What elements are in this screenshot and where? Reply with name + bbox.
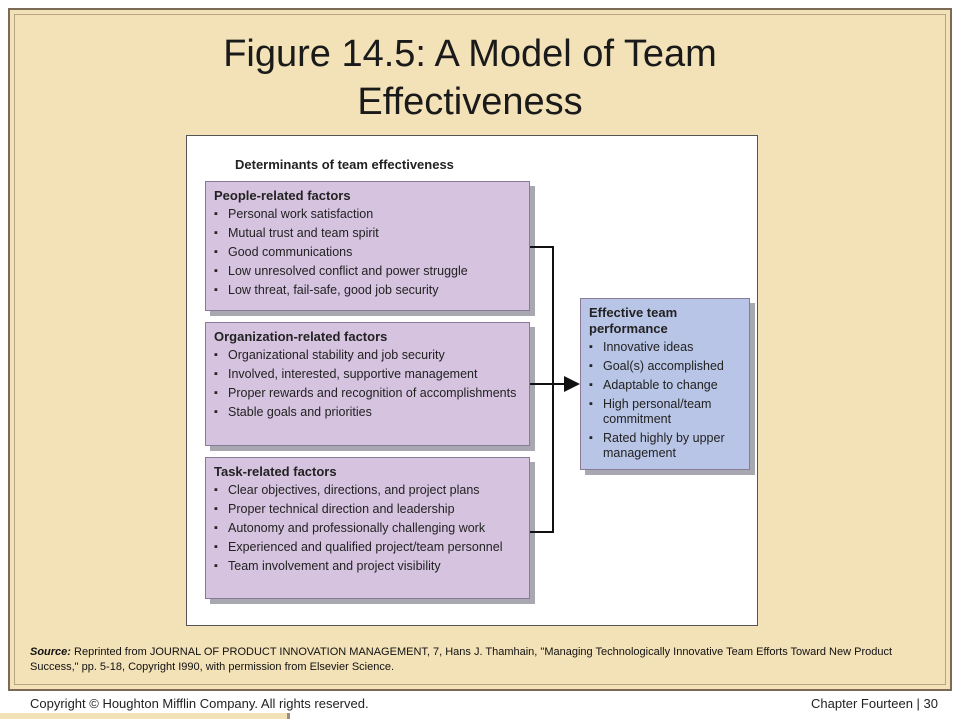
bracket-connector <box>530 246 580 533</box>
slide-title: Figure 14.5: A Model of Team Effectivene… <box>60 30 880 126</box>
people-factors-title: People-related factors <box>214 188 351 203</box>
slide-footer: Copyright © Houghton Mifflin Company. Al… <box>0 694 960 720</box>
list-item: Mutual trust and team spirit <box>214 226 521 241</box>
source-text: Reprinted from JOURNAL OF PRODUCT INNOVA… <box>30 646 893 673</box>
slide-title-line1: Figure 14.5: A Model of Team <box>223 33 717 75</box>
organization-factors-box: Organization-related factors Organizatio… <box>205 322 530 446</box>
list-item: Proper technical direction and leadershi… <box>214 502 521 517</box>
team-effectiveness-diagram: Determinants of team effectiveness Peopl… <box>186 135 758 626</box>
people-factors-box: People-related factors Personal work sat… <box>205 181 530 311</box>
slide-title-line2: Effectiveness <box>357 81 583 123</box>
task-factors-list: Clear objectives, directions, and projec… <box>214 483 521 574</box>
list-item: Low unresolved conflict and power strugg… <box>214 264 521 279</box>
list-item: Low threat, fail-safe, good job security <box>214 283 521 298</box>
footer-rule <box>0 713 290 719</box>
list-item: Proper rewards and recognition of accomp… <box>214 386 521 401</box>
list-item: Experienced and qualified project/team p… <box>214 540 521 555</box>
organization-factors-title: Organization-related factors <box>214 329 388 344</box>
slide-inner-border <box>14 14 946 685</box>
outcome-title: Effective team performance <box>589 305 678 336</box>
list-item: Stable goals and priorities <box>214 405 521 420</box>
people-factors-list: Personal work satisfaction Mutual trust … <box>214 207 521 298</box>
list-item: Innovative ideas <box>589 340 741 355</box>
source-label: Source: <box>30 646 71 658</box>
list-item: Adaptable to change <box>589 378 741 393</box>
bracket-line <box>530 246 554 533</box>
list-item: Goal(s) accomplished <box>589 359 741 374</box>
task-factors-title: Task-related factors <box>214 464 337 479</box>
copyright-text: Copyright © Houghton Mifflin Company. Al… <box>30 696 369 711</box>
list-item: High personal/team commitment <box>589 397 741 427</box>
organization-factors-list: Organizational stability and job securit… <box>214 348 521 420</box>
list-item: Team involvement and project visibility <box>214 559 521 574</box>
diagram-heading: Determinants of team effectiveness <box>235 157 454 172</box>
chapter-page-label: Chapter Fourteen | 30 <box>811 696 938 711</box>
list-item: Clear objectives, directions, and projec… <box>214 483 521 498</box>
list-item: Good communications <box>214 245 521 260</box>
list-item: Autonomy and professionally challenging … <box>214 521 521 536</box>
list-item: Personal work satisfaction <box>214 207 521 222</box>
outcome-list: Innovative ideas Goal(s) accomplished Ad… <box>589 340 741 461</box>
list-item: Organizational stability and job securit… <box>214 348 521 363</box>
source-citation: Source: Reprinted from JOURNAL OF PRODUC… <box>30 645 910 675</box>
outcome-box: Effective team performance Innovative id… <box>580 298 750 470</box>
list-item: Rated highly by upper management <box>589 431 741 461</box>
task-factors-box: Task-related factors Clear objectives, d… <box>205 457 530 599</box>
list-item: Involved, interested, supportive managem… <box>214 367 521 382</box>
